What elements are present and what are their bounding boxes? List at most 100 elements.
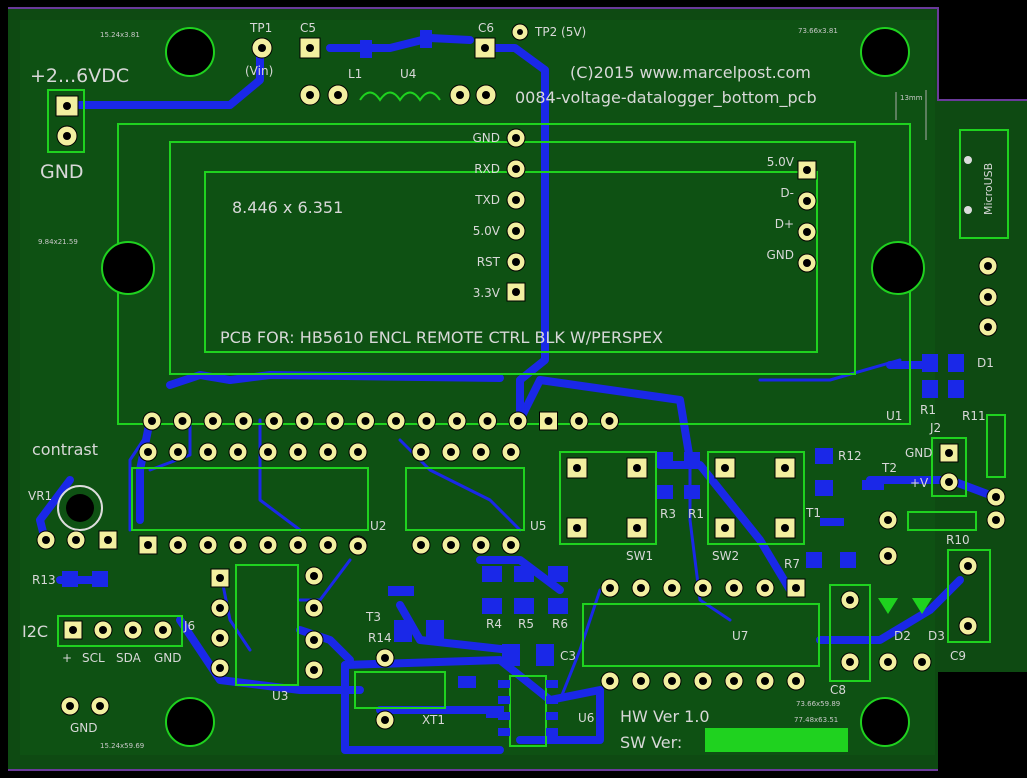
- usb-connector: [959, 129, 1009, 239]
- xt1-outline: [354, 671, 446, 709]
- usb-pin-labels: 5.0V D- D+ GND: [766, 155, 794, 262]
- sw1-outline: [559, 451, 657, 545]
- copper-traces: [36, 34, 994, 754]
- usb-pin-label: 5.0V: [767, 155, 795, 169]
- diode-icon: [878, 598, 898, 614]
- i2c-pin-label: SDA: [116, 651, 142, 665]
- u6-label: U6: [578, 711, 594, 725]
- u3-label: U3: [272, 689, 288, 703]
- sw-version-label: SW Ver:: [620, 733, 682, 752]
- coord-bottom-right-1: 73.66x59.89: [796, 700, 840, 708]
- enclosure-note: PCB FOR: HB5610 ENCL REMOTE CTRL BLK W/P…: [220, 328, 663, 347]
- r10-label: R10: [946, 533, 970, 547]
- diode-icon: [912, 598, 932, 614]
- tp1-sub-label: (Vin): [245, 64, 273, 78]
- coord-left-mid: 9.84x21.59: [38, 238, 78, 246]
- i2c-pin-label: +: [62, 651, 72, 665]
- j2-v-label: +V: [910, 476, 929, 490]
- i2c-label: I2C: [22, 622, 48, 641]
- power-label: +2...6VDC: [30, 65, 129, 87]
- mount-hole-icon: [165, 697, 215, 747]
- coord-top-right: 73.66x3.81: [798, 27, 838, 35]
- usb-header: [797, 160, 817, 273]
- coord-bottom-left: 15.24x59.69: [100, 742, 144, 750]
- display-pin-label: TXD: [474, 193, 500, 207]
- sw2-label: SW2: [712, 549, 739, 563]
- r5-label: R5: [518, 617, 534, 631]
- potentiometer-icon: [57, 485, 103, 531]
- display-pin-label: 5.0V: [473, 224, 501, 238]
- c5-label: C5: [300, 21, 316, 35]
- coord-top-left: 15.24x3.81: [100, 31, 140, 39]
- sw-version-box: [705, 728, 848, 752]
- u2-outline: [131, 467, 369, 531]
- r13-label: R13: [32, 573, 56, 587]
- tp1-label: TP1: [249, 21, 272, 35]
- r1-label: R1: [688, 507, 704, 521]
- inductor-icon: [359, 91, 441, 102]
- coord-bottom-right-2: 77.48x63.51: [794, 716, 838, 724]
- usb-label: MicroUSB: [982, 163, 995, 215]
- u2-label: U2: [370, 519, 386, 533]
- u1-label: U1: [886, 409, 902, 423]
- mount-hole-icon: [860, 697, 910, 747]
- d1-label: D1: [977, 356, 994, 370]
- j2-gnd-label: GND: [905, 446, 933, 460]
- r12-label: R12: [838, 449, 862, 463]
- i2c-pin-label: SCL: [82, 651, 105, 665]
- sw2-outline: [707, 451, 805, 545]
- contrast-label: contrast: [32, 440, 98, 459]
- r14-label: R14: [368, 631, 392, 645]
- lcd-pin-row: [142, 411, 619, 431]
- usb-pin-label: GND: [766, 248, 794, 262]
- r11-label: R11: [962, 409, 986, 423]
- dimension-note: 8.446 x 6.351: [232, 198, 343, 217]
- u3-outline: [235, 564, 299, 686]
- display-header: [506, 128, 526, 302]
- c9-outline: [947, 549, 991, 643]
- display-pin-label: GND: [472, 131, 500, 145]
- r10-outline: [907, 511, 977, 531]
- d3-label: D3: [928, 629, 945, 643]
- display-pin-label: RXD: [474, 162, 500, 176]
- usb-pin-label: D-: [780, 186, 794, 200]
- u7-label: U7: [732, 629, 748, 643]
- c3-label: C3: [560, 649, 576, 663]
- display-pin-label: RST: [477, 255, 501, 269]
- c8-label: C8: [830, 683, 846, 697]
- u5-label: U5: [530, 519, 546, 533]
- c9-label: C9: [950, 649, 966, 663]
- mm-note: 13mm: [900, 94, 923, 102]
- mount-hole-icon: [860, 27, 910, 77]
- mounting-holes: [101, 27, 925, 747]
- mount-hole-icon: [101, 241, 155, 295]
- j6-outline: [57, 615, 183, 647]
- t1-label: T1: [805, 506, 821, 520]
- r7-label: R7: [784, 557, 800, 571]
- mount-hole-icon: [871, 241, 925, 295]
- file-name-text: 0084-voltage-datalogger_bottom_pcb: [515, 88, 817, 108]
- c6-label: C6: [478, 21, 494, 35]
- u5-outline: [405, 467, 525, 531]
- d2-label: D2: [894, 629, 911, 643]
- sw1-label: SW1: [626, 549, 653, 563]
- power-gnd-label: GND: [40, 161, 84, 183]
- u4-label: U4: [400, 67, 416, 81]
- top-pads: [251, 23, 529, 106]
- usb-pin-label: D+: [775, 217, 794, 231]
- bottom-gnd-label: GND: [70, 721, 98, 735]
- tp2-label: TP2 (5V): [534, 25, 586, 39]
- r1b-label: R1: [920, 403, 936, 417]
- j6-label: J6: [183, 619, 195, 633]
- l1-label: L1: [348, 67, 362, 81]
- r3-label: R3: [660, 507, 676, 521]
- display-pin-label: 3.3V: [473, 286, 501, 300]
- mount-hole-icon: [165, 27, 215, 77]
- u7-outline: [582, 603, 820, 667]
- t3-label: T3: [365, 610, 381, 624]
- u6-outline: [509, 675, 547, 747]
- xt1-label: XT1: [422, 713, 445, 727]
- t2-label: T2: [881, 461, 897, 475]
